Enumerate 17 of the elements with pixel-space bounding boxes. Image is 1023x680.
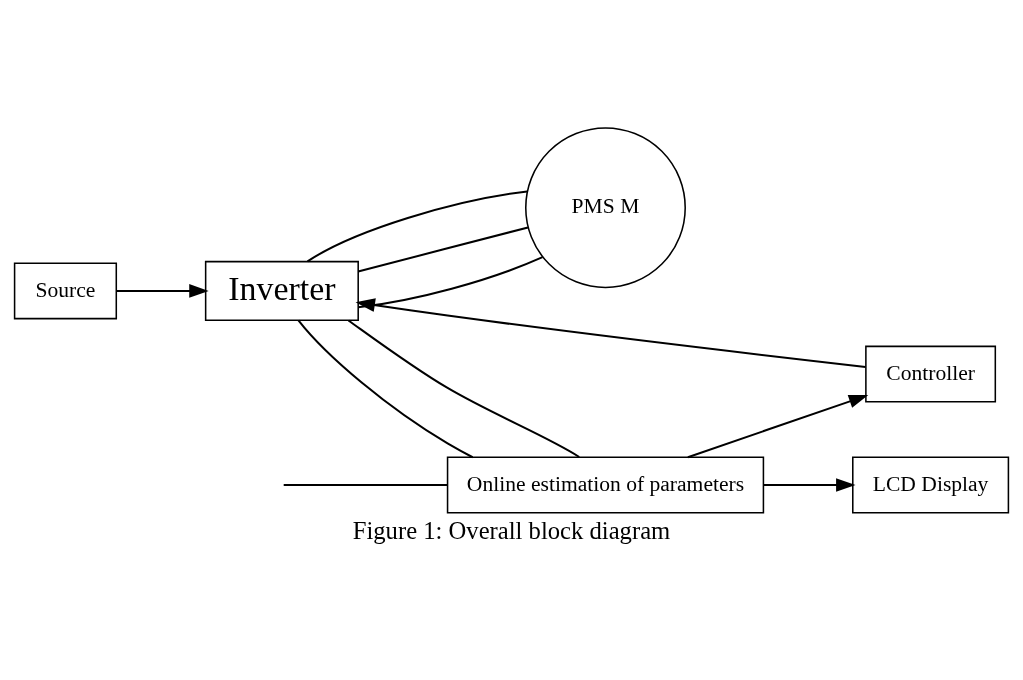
connector [306, 190, 529, 262]
node-box: Source [13, 261, 118, 319]
node-box: Inverter [204, 260, 359, 321]
connector [357, 225, 529, 272]
caption: Figure 1: Overall block diagram [352, 516, 671, 544]
node-box: Controller [865, 345, 997, 403]
arrow [686, 394, 869, 458]
node-box: Online estimation of parameters [446, 456, 765, 514]
node-box: LCD Display [852, 456, 1010, 514]
arrow [762, 477, 856, 492]
arrow [355, 297, 867, 368]
arrow [115, 283, 209, 298]
node-circle: PMS M [525, 126, 686, 288]
connector [282, 483, 449, 486]
connector [347, 318, 581, 458]
connector [357, 255, 544, 308]
connector [297, 318, 474, 458]
